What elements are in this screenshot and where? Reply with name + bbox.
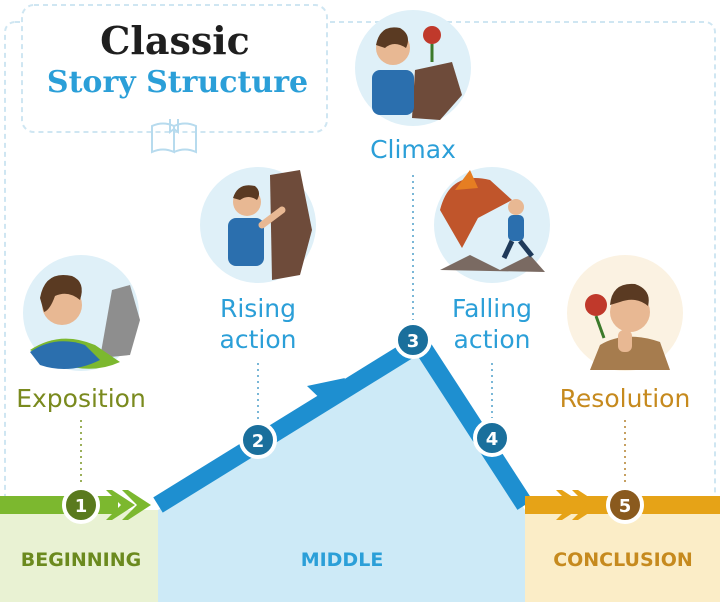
stage-marker-5: 5 [606, 486, 644, 524]
svg-text:5: 5 [619, 496, 632, 517]
falling-line [412, 338, 533, 510]
svg-text:1: 1 [75, 496, 88, 517]
beginning-label: BEGINNING [20, 549, 142, 571]
climax-label: Climax [370, 135, 456, 164]
rising-line [153, 335, 425, 513]
resolution-illustration [567, 255, 683, 371]
falling-action-illustration [434, 167, 550, 283]
resolution-label: Resolution [559, 384, 691, 413]
falling-action-label-line-2: action [453, 325, 531, 354]
middle-label: MIDDLE [300, 549, 384, 571]
stage-marker-2: 2 [239, 421, 277, 459]
rising-action-label-line-2: action [219, 325, 297, 354]
conclusion-arrow-2 [572, 490, 601, 520]
rising-action-label-line-1: Rising [219, 294, 296, 323]
falling-action-label: Falling action [417, 293, 567, 355]
stage-marker-1: 1 [62, 486, 100, 524]
stage-marker-3: 3 [394, 321, 432, 359]
conclusion-zone [525, 510, 720, 602]
beginning-zone [0, 510, 158, 602]
rising-action-illustration [200, 167, 316, 283]
beginning-arrow [106, 490, 135, 520]
exposition-illustration [23, 255, 140, 371]
title-line-1: Classic [100, 18, 250, 63]
falling-action-label-line-1: Falling [452, 294, 532, 323]
rising-arrow [307, 378, 345, 408]
svg-text:2: 2 [252, 431, 265, 452]
conclusion-label: CONCLUSION [553, 549, 693, 571]
svg-text:4: 4 [486, 429, 499, 450]
exposition-label: Exposition [16, 384, 146, 413]
svg-text:3: 3 [407, 331, 420, 352]
beginning-arrow-2 [122, 490, 151, 520]
book-icon [151, 119, 197, 154]
conclusion-arrow [556, 490, 585, 520]
middle-zone [158, 340, 525, 602]
title-line-2: Story Structure [46, 65, 309, 100]
climax-illustration [355, 10, 471, 126]
stage-marker-4: 4 [473, 419, 511, 457]
rising-action-label: Rising action [183, 293, 333, 355]
dotted-connectors [80, 175, 626, 483]
